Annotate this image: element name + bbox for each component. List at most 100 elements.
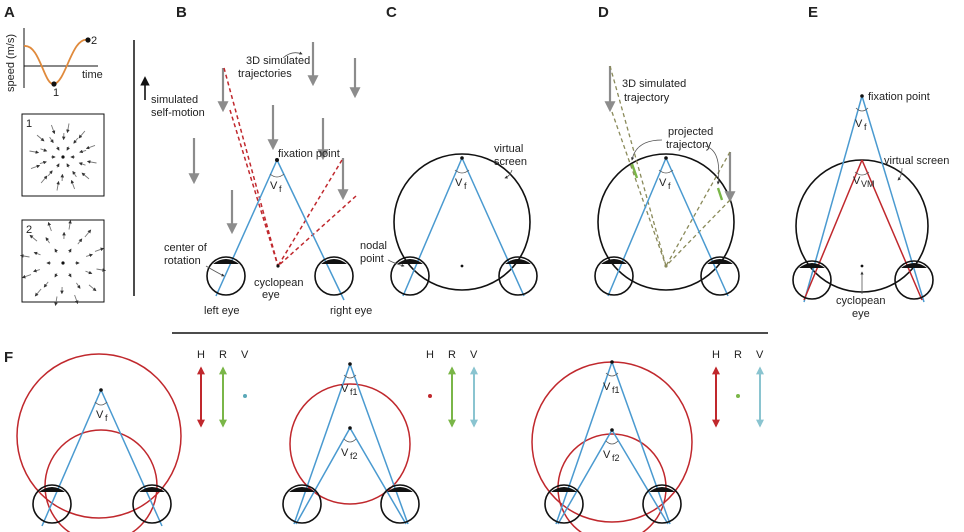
- flow-field-contracting: [29, 123, 97, 191]
- right-lens: [321, 259, 347, 264]
- fixation-dot-1: [610, 360, 614, 364]
- fixation-dot: [860, 94, 864, 98]
- projection-line: [665, 151, 731, 267]
- flow-vector: [47, 170, 53, 177]
- center-rotation-pointer: [205, 265, 225, 277]
- projected-segment: [630, 163, 639, 179]
- screen-pointer: [897, 167, 903, 181]
- r-dot: [736, 394, 740, 398]
- panel-f-config-1: V f H R V: [16, 349, 249, 532]
- speed-point-1: [51, 81, 57, 87]
- flow-vector: [47, 221, 52, 232]
- panel-label-d: D: [598, 4, 609, 21]
- trajectory-label-1: 3D simulated: [622, 78, 686, 90]
- flow-vector: [86, 160, 97, 164]
- flow-vector: [81, 172, 90, 180]
- fixation-dot-2: [610, 428, 614, 432]
- flow-vector: [29, 234, 38, 242]
- left-view-line: [402, 157, 463, 297]
- fixation-dot: [460, 156, 464, 160]
- flow-vector: [85, 144, 96, 150]
- right-eye: [380, 484, 420, 524]
- panel-f-config-3: V f1 V f2 H R V: [531, 349, 764, 532]
- flow-vector: [36, 134, 45, 142]
- flow-vector: [33, 268, 41, 273]
- panel-label-f: F: [4, 349, 13, 366]
- speed-point-2: [85, 37, 91, 43]
- right-outer-line: [611, 361, 671, 525]
- flow-vector: [54, 273, 58, 278]
- flow-vector: [56, 180, 60, 191]
- speed-point-2-label: 2: [91, 35, 97, 47]
- angle-arc: [658, 169, 674, 174]
- fixation-label: fixation point: [868, 91, 930, 103]
- trajectories-pointer: [282, 51, 303, 59]
- projection-line: [277, 195, 357, 267]
- vf-symbol: V: [659, 177, 667, 189]
- flow-vector: [74, 294, 79, 305]
- vf-subscript: f: [864, 122, 867, 132]
- fixation-dot: [664, 156, 668, 160]
- fixation-dot: [275, 158, 279, 162]
- right-eye: [642, 484, 682, 524]
- cyclopean-dot: [860, 264, 864, 268]
- r-label: R: [448, 349, 456, 361]
- right-eye: [314, 256, 354, 296]
- flow-vector: [56, 146, 60, 151]
- flow-vector: [39, 160, 47, 165]
- panel-d: V f 3D simulated trajectory projected tr…: [594, 65, 740, 297]
- panel-e: V f V VM fixation point virtual screen c…: [792, 91, 949, 320]
- panel-b: simulated self-motion 3D simulated traje…: [133, 40, 372, 317]
- cyclopean-label-2: eye: [852, 308, 870, 320]
- vf-symbol: V: [270, 180, 278, 192]
- left-lens: [39, 487, 65, 492]
- speed-curve: [23, 39, 89, 85]
- left-lens: [213, 259, 239, 264]
- left-eye: [206, 256, 246, 296]
- angle-arc: [855, 107, 869, 112]
- small-red-circle: [557, 433, 667, 532]
- flow-vector: [50, 124, 56, 135]
- angle-arc: [343, 374, 357, 379]
- left-view-line: [803, 95, 863, 303]
- flow-vector: [78, 162, 86, 166]
- right-virtual-line: [861, 159, 923, 301]
- vf1-symbol: V: [603, 381, 611, 393]
- panel-label-b: B: [176, 4, 187, 21]
- flow-vector: [45, 237, 50, 244]
- projection-line: [223, 67, 279, 267]
- fixation-dot-2: [348, 426, 352, 430]
- panel-f-config-2: V f1 V f2 H R V: [282, 349, 478, 525]
- right-eye: [498, 256, 538, 296]
- v-label: V: [470, 349, 478, 361]
- flow-vector: [56, 163, 60, 168]
- right-lens: [901, 263, 927, 268]
- left-outer-line: [293, 363, 351, 525]
- vf-subscript: f: [279, 184, 282, 194]
- vf-subscript: f: [105, 413, 108, 423]
- right-eye: [132, 484, 172, 524]
- speed-label: speed (m/s): [5, 34, 17, 92]
- flow-vector: [30, 164, 41, 170]
- right-lens: [139, 487, 165, 492]
- left-eye: [390, 256, 430, 296]
- right-inner-line: [611, 429, 669, 525]
- vvm-subscript: VM: [861, 179, 875, 189]
- vf-symbol: V: [96, 409, 104, 421]
- panel-c: V f virtual screen nodal point: [360, 143, 538, 297]
- cyclopean-dot: [664, 264, 668, 268]
- vf-symbol: V: [455, 177, 463, 189]
- nodal-pointer: [387, 259, 405, 267]
- flow-vector: [66, 146, 70, 151]
- flow-vector: [34, 288, 42, 297]
- left-view-line: [215, 159, 278, 297]
- flow-vector: [68, 219, 72, 230]
- v-label: V: [756, 349, 764, 361]
- time-label: time: [82, 69, 103, 81]
- left-eye: [544, 484, 584, 524]
- flow-vector: [66, 123, 70, 134]
- flow-field-expanding: [19, 219, 107, 307]
- right-outer-line: [349, 363, 409, 525]
- left-outer-line: [555, 361, 613, 525]
